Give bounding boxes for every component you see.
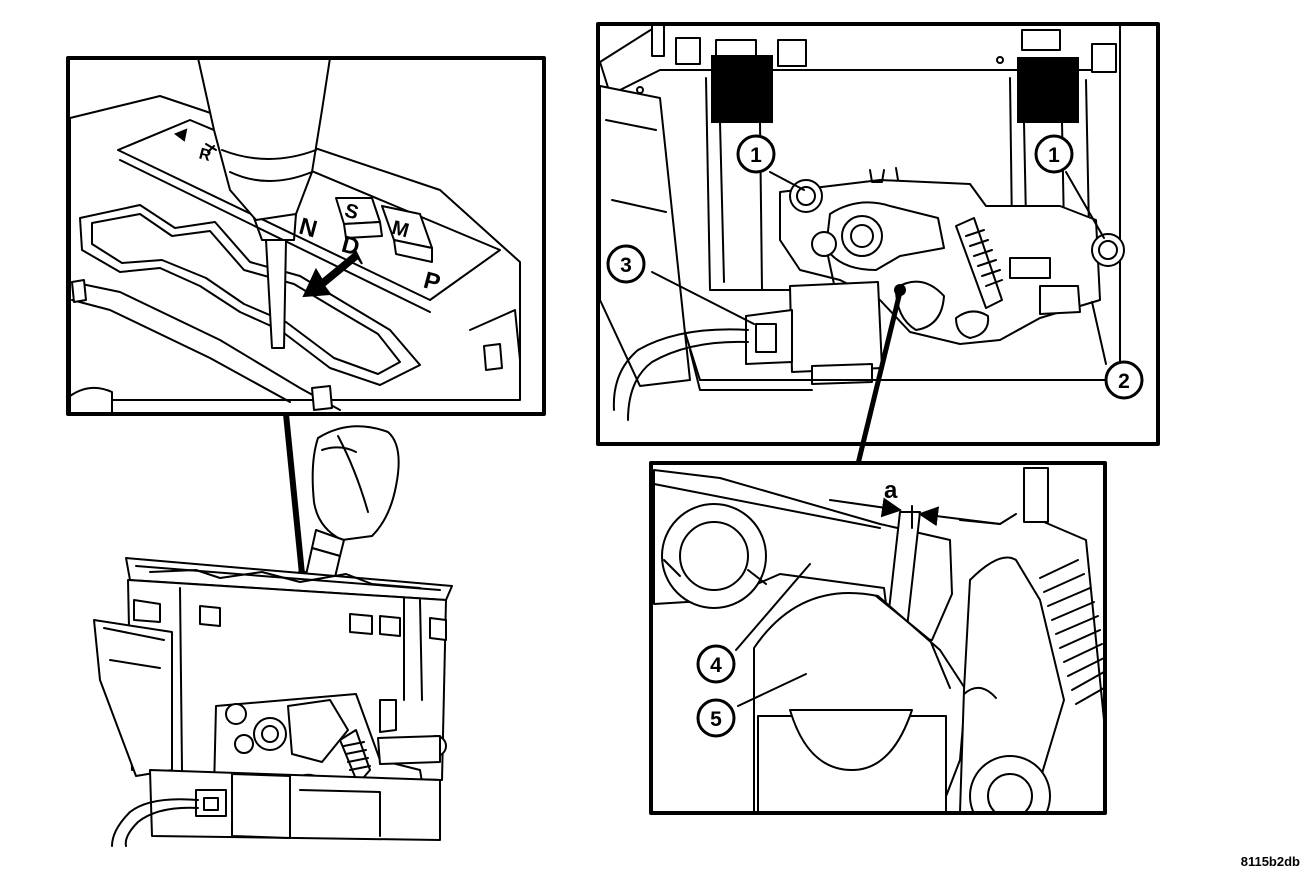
letter-p: P bbox=[421, 267, 443, 297]
bolt-icon bbox=[225, 703, 247, 725]
inset-mechanism-frame bbox=[596, 22, 1160, 446]
callout-1-right: 1 bbox=[1034, 134, 1074, 174]
gap-dimension-label: a bbox=[884, 477, 898, 504]
leader-dot-b bbox=[894, 284, 906, 296]
svg-text:1: 1 bbox=[750, 144, 762, 167]
leader-line-a bbox=[283, 413, 305, 575]
bolt-icon bbox=[789, 179, 823, 213]
svg-text:5: 5 bbox=[710, 708, 722, 731]
screwdriver-tool bbox=[197, 58, 331, 349]
callout-4: 4 bbox=[696, 644, 736, 684]
callout-1-left: 1 bbox=[736, 134, 776, 174]
inset-mechanism bbox=[599, 24, 1125, 421]
figure-code: 8115b2db bbox=[1241, 854, 1300, 869]
callout-2: 2 bbox=[1104, 360, 1144, 400]
window-block bbox=[1017, 57, 1079, 123]
window-block bbox=[711, 55, 773, 123]
bolt-icon bbox=[1091, 233, 1125, 267]
direction-arrow-icon bbox=[302, 250, 363, 298]
letter-m: M bbox=[389, 217, 411, 243]
svg-text:2: 2 bbox=[1118, 370, 1130, 393]
inset-gap-detail: a bbox=[653, 467, 1105, 813]
inset-gap-detail-frame bbox=[649, 461, 1107, 815]
letter-s: S bbox=[342, 200, 361, 225]
callout-5: 5 bbox=[696, 698, 736, 738]
leader-line-b bbox=[855, 291, 903, 465]
inset-shift-gate: S M N D R P bbox=[69, 58, 521, 414]
letter-r: R bbox=[197, 146, 213, 166]
inset-shift-gate-frame bbox=[66, 56, 546, 416]
svg-text:3: 3 bbox=[620, 254, 632, 277]
shifter-assembly bbox=[93, 425, 453, 847]
callout-3: 3 bbox=[606, 244, 646, 284]
svg-text:4: 4 bbox=[710, 654, 722, 677]
letter-n: N bbox=[296, 213, 320, 244]
svg-text:1: 1 bbox=[1048, 144, 1060, 167]
